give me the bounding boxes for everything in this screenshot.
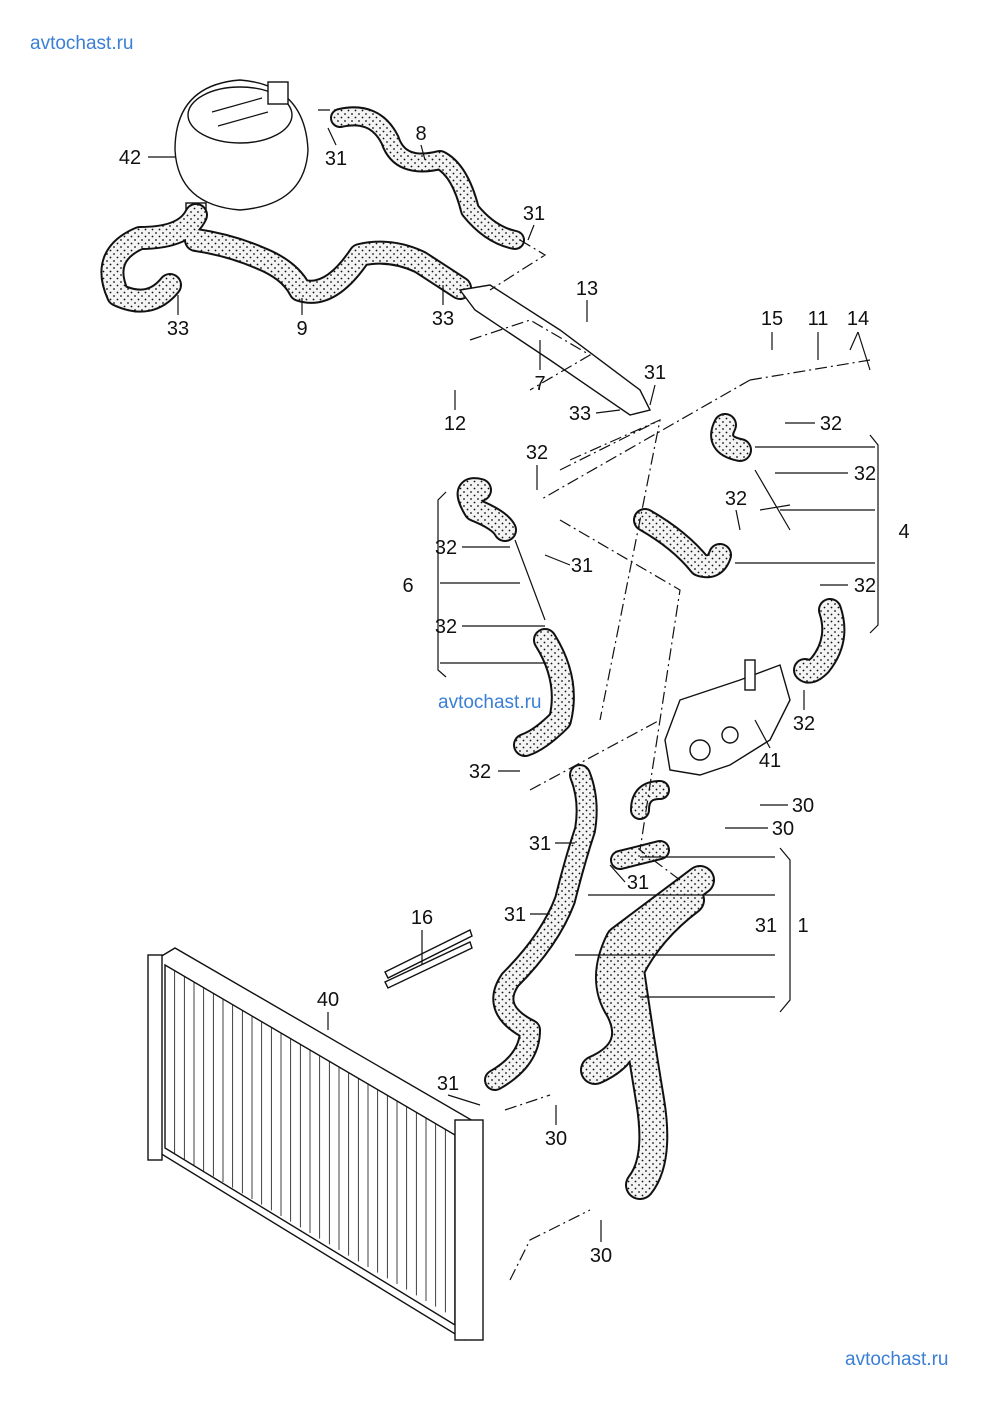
expansion-tank bbox=[174, 79, 309, 218]
label-31: 31 bbox=[504, 904, 526, 926]
label-32: 32 bbox=[725, 488, 747, 510]
label-32: 32 bbox=[435, 616, 457, 638]
label-31: 31 bbox=[627, 872, 649, 894]
label-11: 11 bbox=[808, 308, 829, 330]
label-31: 31 bbox=[571, 555, 593, 577]
label-1: 1 bbox=[797, 915, 808, 937]
radiator bbox=[147, 947, 484, 1341]
label-32: 32 bbox=[854, 575, 876, 597]
hose-4 bbox=[633, 413, 846, 684]
hose-8 bbox=[330, 106, 525, 250]
label-13: 13 bbox=[576, 278, 598, 300]
watermark-top: avtochast.ru bbox=[30, 33, 134, 54]
label-4: 4 bbox=[898, 521, 909, 543]
label-32: 32 bbox=[854, 463, 876, 485]
label-9: 9 bbox=[296, 318, 307, 340]
label-15: 15 bbox=[761, 308, 783, 330]
label-42: 42 bbox=[119, 147, 141, 169]
label-33: 33 bbox=[432, 308, 454, 330]
hose-1 bbox=[484, 764, 715, 1200]
cable-tie bbox=[384, 929, 473, 989]
label-6: 6 bbox=[402, 575, 413, 597]
pipe-7 bbox=[458, 284, 652, 416]
label-32: 32 bbox=[820, 413, 842, 435]
label-31: 31 bbox=[437, 1073, 459, 1095]
label-32: 32 bbox=[435, 537, 457, 559]
label-14: 14 bbox=[847, 308, 869, 330]
watermark-bottom: avtochast.ru bbox=[845, 1349, 949, 1370]
label-33: 33 bbox=[569, 403, 591, 425]
label-30: 30 bbox=[545, 1128, 567, 1150]
label-32: 32 bbox=[793, 713, 815, 735]
label-32: 32 bbox=[526, 442, 548, 464]
label-32: 32 bbox=[469, 761, 491, 783]
label-7: 7 bbox=[534, 373, 545, 395]
hose-9 bbox=[100, 203, 472, 313]
label-31: 31 bbox=[529, 833, 551, 855]
label-30: 30 bbox=[772, 818, 794, 840]
watermark-middle: avtochast.ru bbox=[438, 692, 542, 713]
label-12: 12 bbox=[444, 413, 466, 435]
label-33: 33 bbox=[167, 318, 189, 340]
label-8: 8 bbox=[415, 123, 426, 145]
label-31: 31 bbox=[325, 148, 347, 170]
label-30: 30 bbox=[590, 1245, 612, 1267]
label-31: 31 bbox=[644, 362, 666, 384]
label-30: 30 bbox=[792, 795, 814, 817]
thermostat-housing bbox=[664, 659, 791, 776]
label-16: 16 bbox=[411, 907, 433, 929]
label-31: 31 bbox=[755, 915, 777, 937]
label-40: 40 bbox=[317, 989, 339, 1011]
label-31: 31 bbox=[523, 203, 545, 225]
hose-6 bbox=[456, 477, 575, 757]
label-41: 41 bbox=[759, 750, 781, 772]
